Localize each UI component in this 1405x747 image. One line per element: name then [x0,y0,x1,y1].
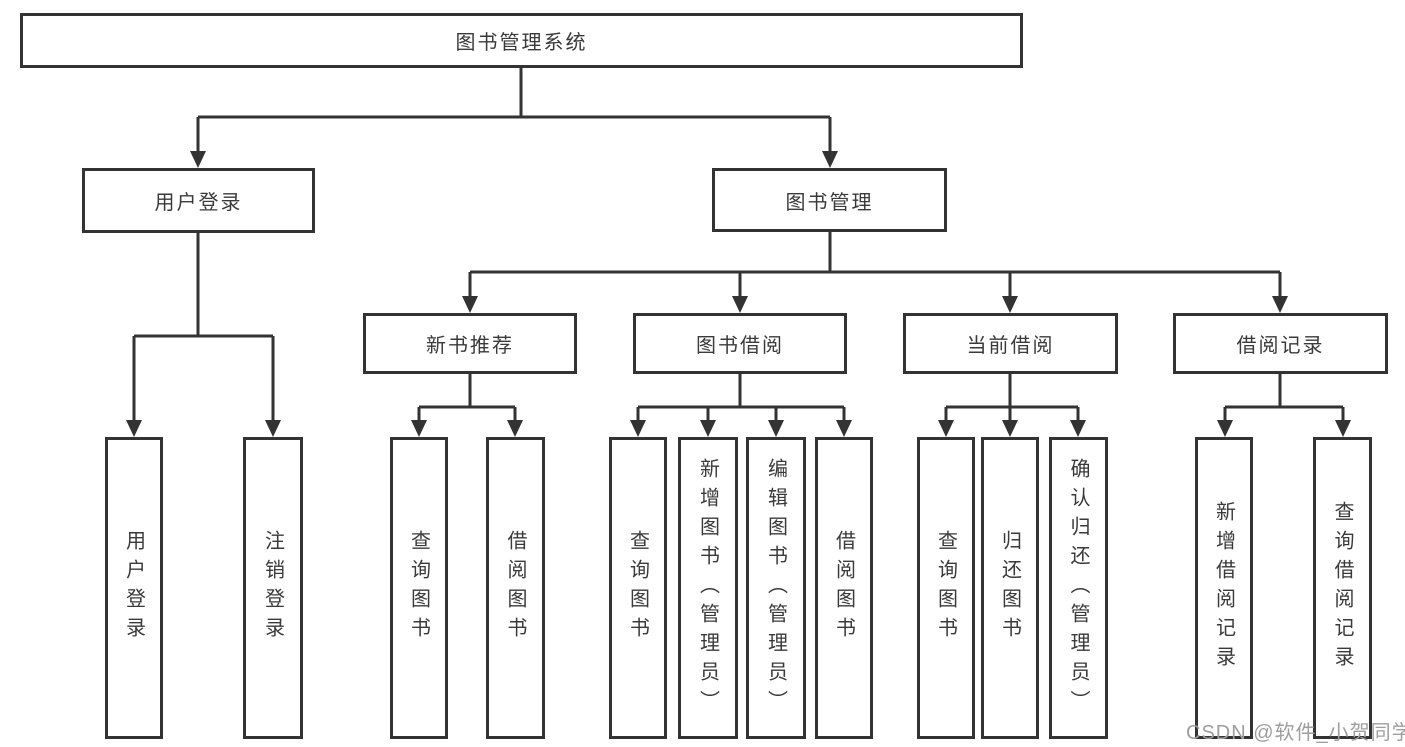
node-label: 用户登录 [122,530,145,646]
leaf-edit-book-admin: 编辑图书（管理员） [746,437,806,739]
leaf-logout: 注销登录 [243,437,303,739]
node-new-book-recommend: 新书推荐 [363,313,577,374]
leaf-add-book-admin: 新增图书（管理员） [678,437,738,739]
connector-mgmt-to-level3 [462,232,1288,313]
node-label: 图书借阅 [696,335,784,357]
node-book-management: 图书管理 [712,168,947,232]
node-label: 新增借阅记录 [1212,501,1235,675]
node-label: 图书管理 [785,191,874,214]
node-label: 借阅图书 [504,530,526,646]
leaf-query-books: 查询图书 [917,437,975,739]
node-label: 新增图书（管理员） [696,457,719,719]
node-label: 新书推荐 [426,335,514,357]
connector-record-to-leaves [1217,374,1351,437]
node-label: 借阅图书 [832,530,855,646]
node-label: 查询图书 [407,530,430,646]
leaf-user-login: 用户登录 [105,437,163,739]
node-current-borrow: 当前借阅 [903,313,1118,374]
leaf-borrow-books: 借阅图书 [815,437,873,739]
leaf-query-borrow-record: 查询借阅记录 [1313,437,1372,739]
connector-root-to-level2 [190,68,838,168]
leaf-add-borrow-record: 新增借阅记录 [1195,437,1253,739]
connector-current-to-leaves [938,374,1086,437]
node-label: 借阅记录 [1236,335,1325,357]
node-label: 确认归还（管理员） [1067,457,1089,719]
connector-login-to-leaves [126,233,281,437]
node-label: 注销登录 [261,530,284,646]
leaf-confirm-return-admin: 确认归还（管理员） [1049,437,1108,739]
node-library-system: 图书管理系统 [20,13,1023,68]
leaf-borrow-books: 借阅图书 [486,437,545,739]
leaf-query-books: 查询图书 [390,437,448,739]
node-label: 归还图书 [998,530,1021,646]
node-label: 查询图书 [626,530,649,646]
node-label: 查询借阅记录 [1331,501,1353,675]
connector-borrow-to-leaves [630,374,852,437]
node-label: 当前借阅 [966,335,1055,357]
node-label: 编辑图书（管理员） [764,457,787,719]
leaf-return-books: 归还图书 [981,437,1039,739]
node-borrow-record: 借阅记录 [1173,313,1388,374]
node-book-borrow: 图书借阅 [633,313,847,374]
node-label: 图书管理系统 [455,32,588,54]
node-user-login: 用户登录 [82,168,315,233]
node-label: 用户登录 [154,192,243,214]
connector-newbook-to-leaves [411,374,523,437]
watermark: CSDN @软件_小贺同学 [1186,722,1405,744]
node-label: 查询图书 [934,530,957,646]
leaf-query-books: 查询图书 [609,437,667,739]
